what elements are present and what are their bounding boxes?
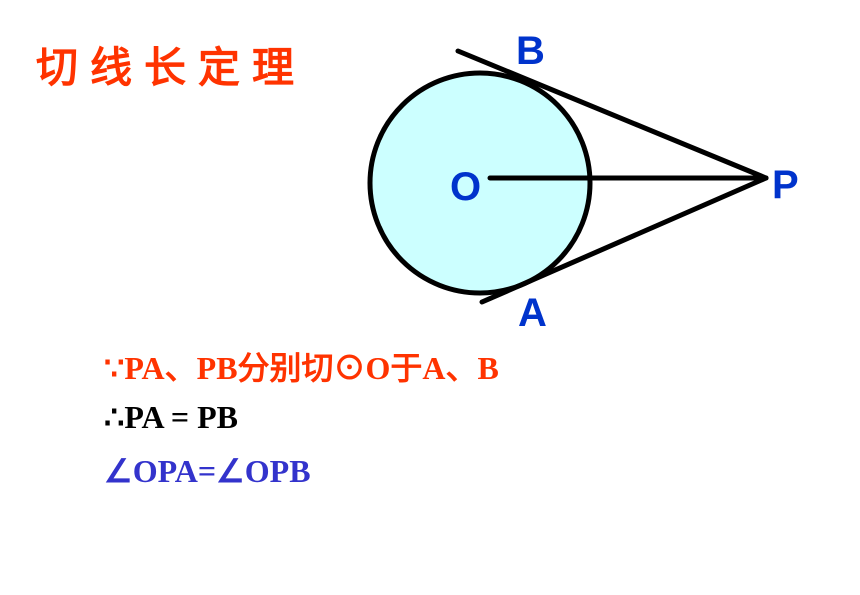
conclusion-equal-angles: ∠OPA=∠OPB bbox=[104, 453, 311, 489]
label-point-b: B bbox=[516, 29, 545, 73]
tangent-line-pa bbox=[479, 175, 769, 305]
label-point-a: A bbox=[518, 291, 547, 335]
slide-title: 切线长定理 bbox=[36, 43, 307, 92]
tangent-diagram: O P B A bbox=[367, 29, 799, 335]
tangent-line-pb bbox=[455, 48, 769, 181]
circle-o bbox=[367, 70, 593, 296]
label-center-o: O bbox=[450, 165, 481, 209]
conclusion-equal-lengths: ∴PA = PB bbox=[104, 399, 238, 435]
premise-statement: ∵PA、PB分别切⊙O于A、B bbox=[104, 350, 499, 386]
label-point-p: P bbox=[772, 163, 799, 207]
